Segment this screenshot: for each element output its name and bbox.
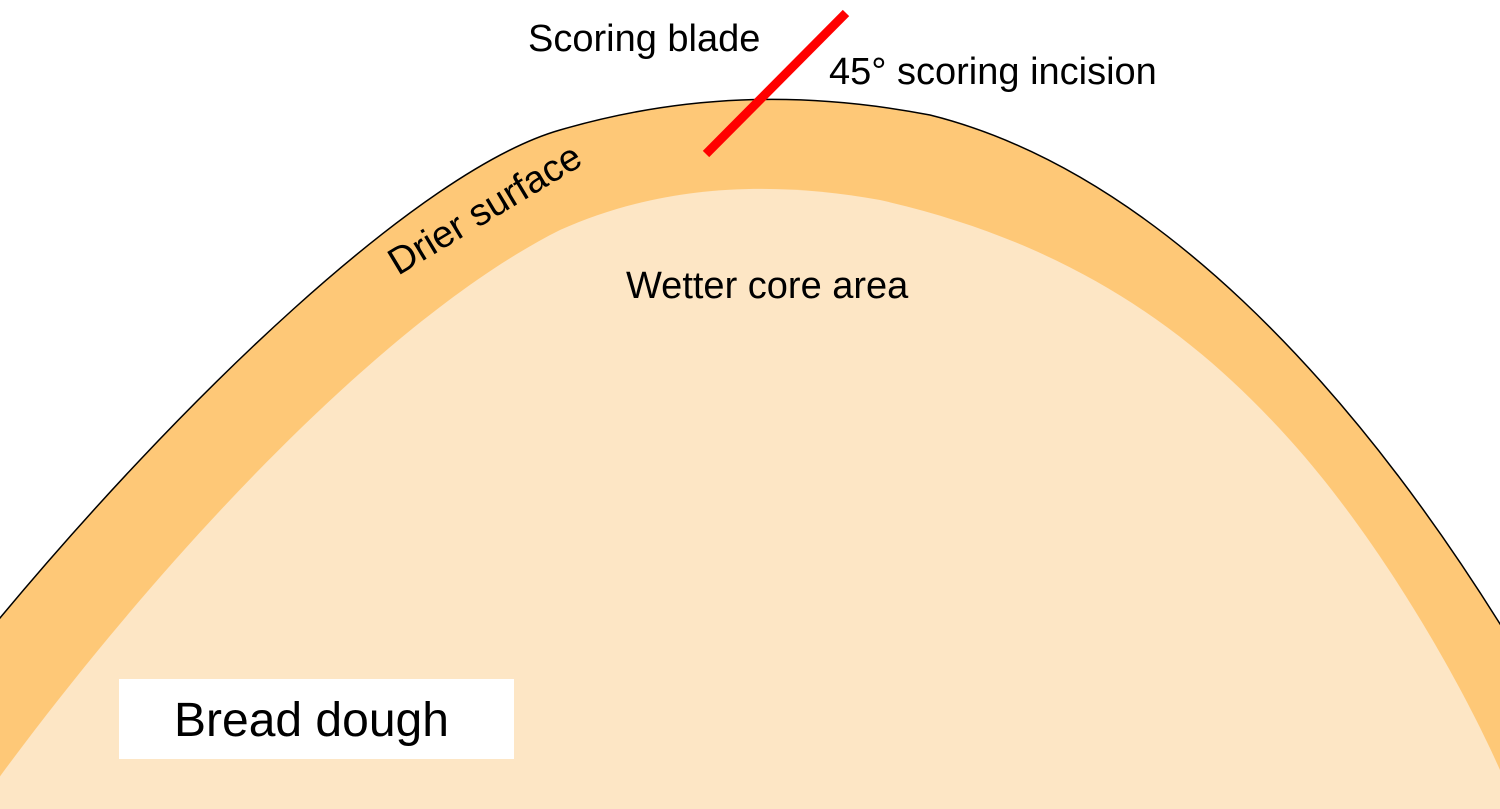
bread-dough-label: Bread dough: [174, 694, 449, 747]
dough-core-shape: [0, 188, 1500, 809]
scoring-blade-line: [702, 9, 850, 158]
bread-dough-label-box: [119, 679, 514, 759]
scoring-blade-label: Scoring blade: [528, 18, 760, 60]
incision-label: 45° scoring incision: [829, 51, 1157, 93]
wetter-core-label: Wetter core area: [626, 265, 909, 307]
